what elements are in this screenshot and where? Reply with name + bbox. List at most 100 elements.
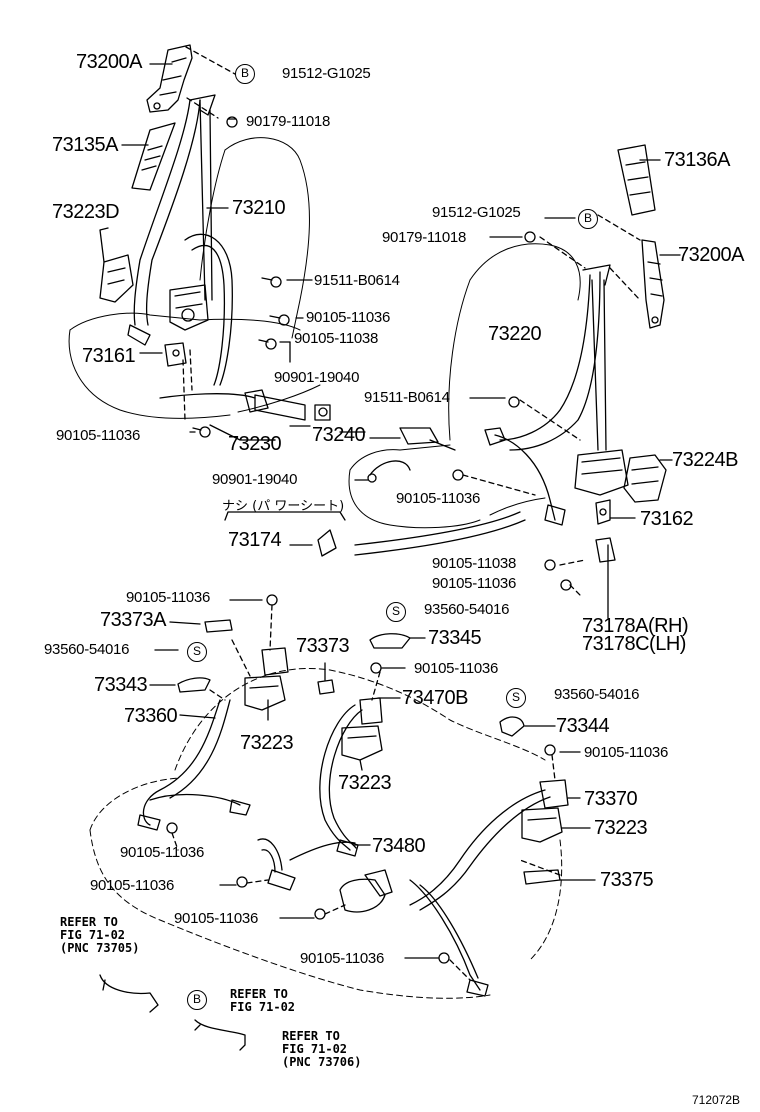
right-leader-lines	[463, 215, 640, 595]
part-label-90105-11036-e: 90105-11036	[126, 589, 211, 606]
reference-note-pnc-73705: REFER TO FIG 71-02 (PNC 73705)	[60, 916, 139, 955]
part-label-73162: 73162	[640, 508, 694, 530]
part-label-73375: 73375	[600, 869, 654, 891]
part-label-73470B: 73470B	[402, 687, 468, 709]
part-label-91512-left: 91512-G1025	[282, 65, 371, 82]
part-label-93560-b: 93560-54016	[424, 601, 510, 618]
part-label-91512-right: 91512-G1025	[432, 204, 521, 221]
ref-line: FIG 71-02	[230, 1000, 296, 1014]
part-label-90105-11036-g: 90105-11036	[584, 744, 669, 761]
left-bracket-73161	[165, 343, 186, 366]
part-label-73223D: 73223D	[52, 201, 120, 223]
part-label-73344: 73344	[556, 715, 610, 737]
part-label-73210: 73210	[232, 197, 286, 219]
part-label-73223-b: 73223	[338, 772, 392, 794]
part-label-90105-11036-a: 90105-11036	[306, 309, 391, 326]
right-retractor	[575, 450, 628, 495]
rear-buckle-73480	[258, 839, 392, 912]
part-label-73480: 73480	[372, 835, 426, 857]
part-label-73223-c: 73223	[594, 817, 648, 839]
right-bracket-73162	[596, 500, 610, 524]
ref-line: FIG 71-02	[60, 928, 126, 942]
part-label-90105-11036-f: 90105-11036	[414, 660, 499, 677]
rear-belt-right	[410, 790, 550, 996]
left-buckle-73240	[315, 405, 330, 420]
power-seat-cover-73174	[318, 530, 336, 556]
rear-belt-73360	[138, 700, 250, 830]
part-label-73343: 73343	[94, 674, 148, 696]
part-label-73370: 73370	[584, 788, 638, 810]
ref-brackets	[100, 975, 245, 1050]
rear-bolts	[167, 595, 555, 963]
power-seat-note: ナシ (パ ワーシート)	[222, 499, 345, 514]
left-bolts	[193, 117, 289, 437]
part-label-90901-a: 90901-19040	[274, 369, 360, 386]
left-retractor	[170, 285, 208, 330]
part-label-91511-left: 91511-B0614	[314, 272, 400, 289]
left-guide-73135A	[132, 123, 175, 190]
reference-note-fig-71-02: REFER TO FIG 71-02	[230, 988, 295, 1014]
rear-retractor-left	[245, 648, 288, 710]
part-label-73360: 73360	[124, 705, 178, 727]
right-guide-73136A	[618, 145, 655, 215]
reference-note-pnc-73706: REFER TO FIG 71-02 (PNC 73706)	[282, 1030, 361, 1069]
part-label-91511-right: 91511-B0614	[364, 389, 450, 406]
part-label-73373: 73373	[296, 635, 350, 657]
part-label-73178C: 73178C(LH)	[582, 633, 686, 655]
right-solid-leaders	[225, 160, 680, 618]
part-label-90105-11038-b: 90105-11038	[432, 555, 517, 572]
part-label-90105-11036-i: 90105-11036	[90, 877, 175, 894]
rear-seat-outline	[90, 668, 562, 998]
part-label-73240: 73240	[312, 424, 366, 446]
ref-line: REFER TO	[230, 987, 288, 1001]
right-cover-73224B	[624, 455, 666, 502]
right-anchor-73200A	[642, 240, 664, 328]
left-belt-73210	[128, 95, 232, 385]
part-label-90105-11036-h: 90105-11036	[120, 844, 205, 861]
part-label-73200A-right: 73200A	[678, 244, 744, 266]
rear-belt-center	[320, 705, 362, 856]
part-label-93560-a: 93560-54016	[44, 641, 130, 658]
rear-leader-lines	[172, 605, 560, 980]
circle-s-marker: S	[386, 602, 406, 622]
part-label-93560-c: 93560-54016	[554, 686, 640, 703]
left-solid-leaders	[122, 64, 365, 440]
rear-solid-leaders	[150, 600, 595, 958]
circle-s-marker: S	[187, 642, 207, 662]
left-buckle-73230	[160, 390, 305, 420]
part-label-90105-11036-c: 90105-11036	[396, 490, 481, 507]
circle-b-marker: B	[578, 209, 598, 229]
part-label-90105-11038-a: 90105-11038	[294, 330, 379, 347]
part-label-73230: 73230	[228, 433, 282, 455]
part-label-90105-11036-k: 90105-11036	[300, 950, 385, 967]
part-label-90901-b: 90901-19040	[212, 471, 298, 488]
left-front-seat-outline	[69, 138, 320, 419]
rear-retractor-center	[342, 698, 382, 760]
right-buckle-73240	[400, 428, 455, 450]
circle-s-marker: S	[506, 688, 526, 708]
ref-line: (PNC 73706)	[282, 1055, 362, 1069]
part-label-73161: 73161	[82, 345, 136, 367]
part-label-90105-11036-b: 90105-11036	[56, 427, 141, 444]
left-cover-73223D	[100, 228, 133, 302]
diagram-id: 712072B	[692, 1093, 741, 1107]
part-label-73136A: 73136A	[664, 149, 730, 171]
part-label-73345: 73345	[428, 627, 482, 649]
part-label-73220: 73220	[488, 323, 542, 345]
rear-retractor-right	[522, 780, 568, 842]
part-label-90179-right: 90179-11018	[382, 229, 467, 246]
right-belt-73220	[485, 265, 610, 525]
part-label-73223-a: 73223	[240, 732, 294, 754]
ref-line: (PNC 73705)	[60, 941, 140, 955]
part-label-73174: 73174	[228, 529, 282, 551]
left-leader-lines	[183, 47, 235, 432]
part-label-73178A: 73178A(RH)	[582, 615, 689, 637]
ref-line: REFER TO	[60, 915, 118, 929]
ref-line: REFER TO	[282, 1029, 340, 1043]
part-label-73135A: 73135A	[52, 134, 118, 156]
ref-line: FIG 71-02	[282, 1042, 348, 1056]
circle-b-marker: B	[187, 990, 207, 1010]
part-label-90179-left: 90179-11018	[246, 113, 331, 130]
